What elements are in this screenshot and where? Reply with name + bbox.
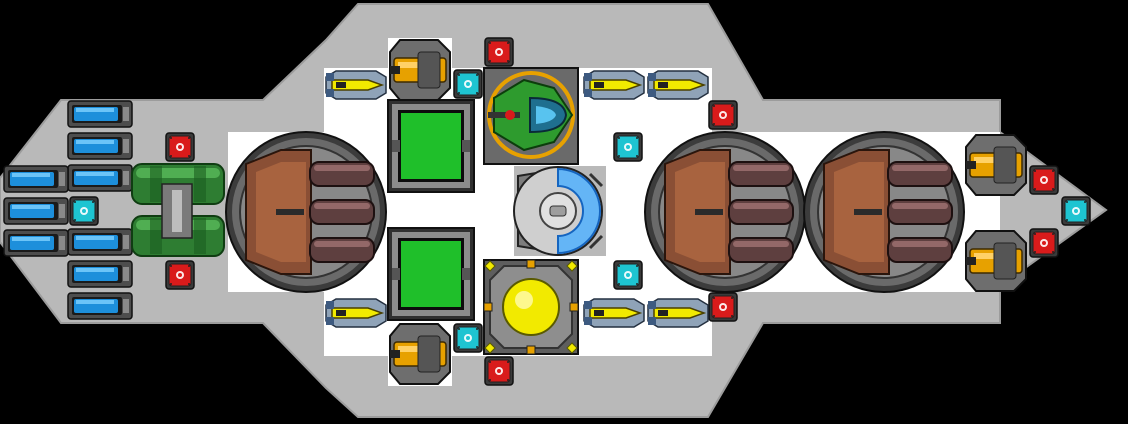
shield-generator-icon[interactable] <box>483 259 579 355</box>
battery-icon[interactable] <box>67 132 133 160</box>
battery-icon[interactable] <box>67 164 133 192</box>
turret-icon[interactable] <box>965 134 1027 196</box>
engine-icon[interactable] <box>131 163 225 257</box>
heavy-cannon-icon[interactable] <box>644 131 806 293</box>
battery-icon[interactable] <box>67 292 133 320</box>
red-hardpoint-icon[interactable] <box>708 292 738 322</box>
battery-icon[interactable] <box>67 100 133 128</box>
red-hardpoint-icon[interactable] <box>1029 165 1059 195</box>
cyan-hardpoint-icon[interactable] <box>453 69 483 99</box>
red-hardpoint-icon[interactable] <box>708 100 738 130</box>
turret-icon[interactable] <box>389 39 451 101</box>
sensor-dome-icon[interactable] <box>513 166 606 256</box>
red-hardpoint-icon[interactable] <box>1029 228 1059 258</box>
thruster-icon[interactable] <box>647 70 709 100</box>
turret-icon[interactable] <box>965 230 1027 292</box>
cyan-hardpoint-icon[interactable] <box>453 323 483 353</box>
red-hardpoint-icon[interactable] <box>165 132 195 162</box>
thruster-icon[interactable] <box>325 70 387 100</box>
battery-icon[interactable] <box>3 197 69 225</box>
red-hardpoint-icon[interactable] <box>484 356 514 386</box>
red-hardpoint-icon[interactable] <box>165 260 195 290</box>
heavy-cannon-icon[interactable] <box>225 131 387 293</box>
turret-icon[interactable] <box>389 323 451 385</box>
bridge-icon[interactable] <box>483 67 579 165</box>
battery-icon[interactable] <box>67 260 133 288</box>
cyan-hardpoint-icon[interactable] <box>69 196 99 226</box>
cyan-hardpoint-icon[interactable] <box>613 260 643 290</box>
reactor-icon[interactable] <box>387 227 475 321</box>
heavy-cannon-icon[interactable] <box>803 131 965 293</box>
battery-icon[interactable] <box>3 165 69 193</box>
battery-icon[interactable] <box>3 229 69 257</box>
cyan-hardpoint-icon[interactable] <box>613 132 643 162</box>
reactor-icon[interactable] <box>387 99 475 193</box>
thruster-icon[interactable] <box>583 70 645 100</box>
red-hardpoint-icon[interactable] <box>484 37 514 67</box>
cyan-hardpoint-icon[interactable] <box>1061 196 1091 226</box>
thruster-icon[interactable] <box>647 298 709 328</box>
battery-icon[interactable] <box>67 228 133 256</box>
thruster-icon[interactable] <box>583 298 645 328</box>
thruster-icon[interactable] <box>325 298 387 328</box>
